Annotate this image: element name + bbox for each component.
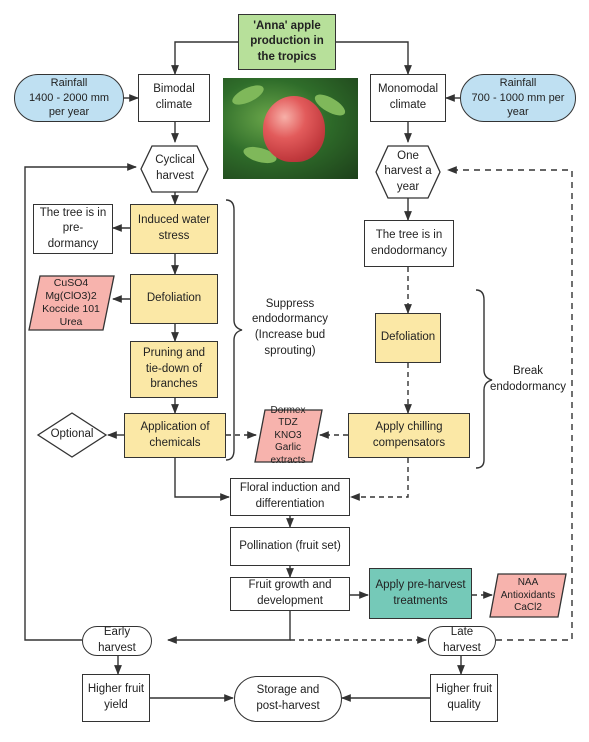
floral-box: Floral induction and differentiation bbox=[230, 478, 350, 516]
late-harvest-pill: Late harvest bbox=[428, 626, 496, 656]
bimodal-climate-box: Bimodal climate bbox=[138, 74, 210, 122]
defoliation-bimodal-box: Defoliation bbox=[130, 274, 218, 324]
brace-break bbox=[475, 289, 493, 469]
arrow-title-monomodal bbox=[336, 41, 412, 75]
compensators-parallelogram bbox=[254, 409, 323, 463]
optional-diamond bbox=[36, 412, 108, 458]
pollination-box: Pollination (fruit set) bbox=[230, 527, 350, 566]
one-harvest-label: One harvest a year bbox=[384, 149, 432, 193]
predormancy-box: The tree is in pre-dormancy bbox=[33, 204, 113, 254]
early-harvest-pill: Early harvest bbox=[82, 626, 152, 656]
one-harvest-hexagon bbox=[375, 145, 441, 199]
defoliants-parallelogram bbox=[28, 275, 115, 331]
chilling-box: Apply chilling compensators bbox=[348, 413, 470, 458]
suppress-label: Suppress endodormancy (Increase bud spro… bbox=[251, 297, 329, 357]
quality-box: Higher fruit quality bbox=[430, 674, 498, 722]
arrow-title-bimodal bbox=[171, 41, 238, 75]
defoliants-label: CuSO4 Mg(ClO3)2 Koccide 101 Urea bbox=[42, 276, 100, 329]
defoliation-monomodal-box: Defoliation bbox=[375, 313, 441, 363]
loop-late-oneharvest bbox=[447, 166, 573, 641]
apple-fruit bbox=[263, 96, 325, 162]
pruning-box: Pruning and tie-down of branches bbox=[130, 341, 218, 398]
monomodal-climate-box: Monomodal climate bbox=[370, 74, 446, 122]
storage-pill: Storage and post-harvest bbox=[234, 676, 342, 722]
loop-early-cyclical bbox=[24, 163, 137, 641]
preharvest-box: Apply pre-harvest treatments bbox=[369, 568, 472, 619]
arrow-chilling-floral bbox=[350, 458, 409, 501]
endodormancy-box: The tree is in endodormancy bbox=[364, 220, 454, 267]
leaf-shape bbox=[229, 81, 267, 109]
compensators-label: Dormex TDZ KNO3 Garlic extracts bbox=[270, 404, 306, 466]
yield-box: Higher fruit yield bbox=[82, 674, 150, 722]
preharvest-chems-label: NAA Antioxidants CaCl2 bbox=[500, 577, 556, 614]
arrow-chemicals-floral bbox=[174, 458, 230, 501]
break-label: Break endodormancy bbox=[489, 365, 567, 393]
arrow-fruit-early bbox=[167, 611, 291, 644]
apple-photo bbox=[223, 78, 358, 179]
cyclical-harvest-hexagon bbox=[140, 145, 209, 193]
title-box: 'Anna' apple production in the tropics bbox=[238, 14, 336, 70]
rainfall-bimodal: Rainfall 1400 - 2000 mm per year bbox=[14, 74, 124, 122]
optional-label: Optional bbox=[50, 428, 94, 441]
preharvest-chems-parallelogram bbox=[489, 573, 567, 618]
cyclical-harvest-label: Cyclical harvest bbox=[155, 154, 195, 182]
rainfall-monomodal: Rainfall 700 - 1000 mm per year bbox=[460, 74, 576, 122]
brace-suppress bbox=[225, 199, 243, 461]
water-stress-box: Induced water stress bbox=[130, 204, 218, 254]
fruit-growth-box: Fruit growth and development bbox=[230, 577, 350, 611]
chemicals-box: Application of chemicals bbox=[124, 413, 226, 458]
